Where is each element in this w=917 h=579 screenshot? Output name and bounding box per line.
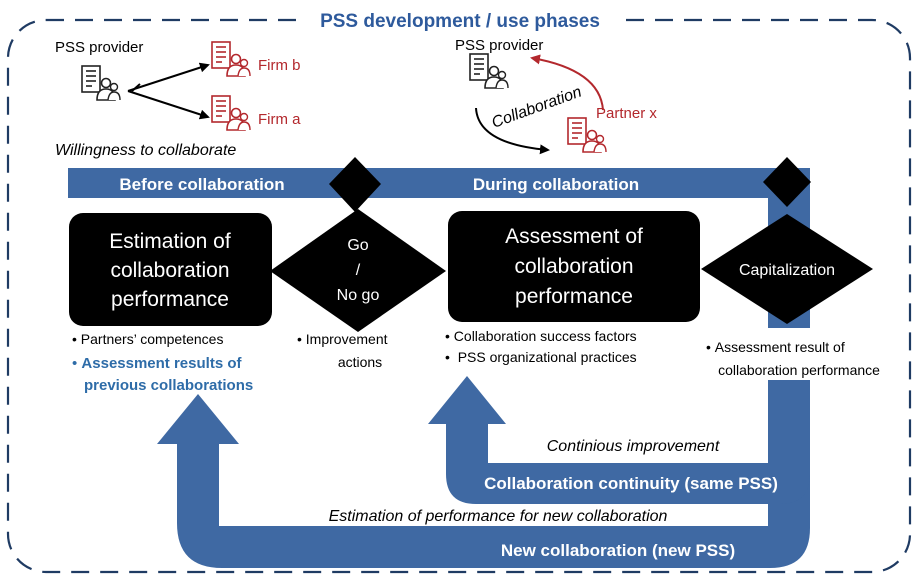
right-provider-label: PSS provider [455,37,543,54]
go-nogo-diamond [270,209,446,332]
firm-b-building-icon [211,41,251,77]
capitalization-bullet-2: collaboration performance [718,362,880,378]
firm-a-label: Firm a [258,111,301,128]
go-nogo-bullet-1: • Improvement [297,331,388,347]
capitalization-bullet-1: • Assessment result of [706,339,845,355]
estimation-line-3: performance [111,288,229,311]
partner-label: Partner x [596,105,657,122]
slash-label: / [356,262,361,279]
phase-before-label: Before collaboration [119,175,284,194]
outer-loop-band-label: New collaboration (new PSS) [501,541,735,560]
diagram-title: PSS development / use phases [320,11,600,32]
assessment-line-2: collaboration [514,255,633,278]
estimation-box [69,213,272,326]
estimation-bullet-1: • Partners’ competences [72,331,223,347]
nogo-label: No go [337,287,380,304]
estimation-line-1: Estimation of [109,230,231,253]
band-diamond-left [329,157,381,212]
phase-during-label: During collaboration [473,175,639,194]
assessment-bullet-1: • Collaboration success factors [445,328,637,344]
partner-building-icon [567,117,607,153]
firm-b-label: Firm b [258,57,301,74]
assessment-line-1: Assessment of [505,225,643,248]
willingness-caption: Willingness to collaborate [55,142,236,159]
left-provider-building-icon [81,65,121,101]
inner-loop-arrow [428,376,810,504]
phase-timeline-band [68,168,810,198]
firm-a-building-icon [211,95,251,131]
inner-loop-caption: Continious improvement [547,438,720,455]
assessment-line-3: performance [515,285,633,308]
estimation-highlight-1: • Assessment results of [72,355,242,372]
estimation-highlight-2: previous collaborations [84,377,253,394]
assessment-bullet-2: • PSS organizational practices [445,349,637,365]
outer-loop-caption: Estimation of performance for new collab… [329,508,668,525]
capitalization-diamond [701,214,873,324]
inner-loop-band-label: Collaboration continuity (same PSS) [484,474,778,493]
go-nogo-bullet-2: actions [338,354,382,370]
outer-loop-arrow [157,392,810,568]
estimation-line-2: collaboration [110,259,229,282]
assessment-box [448,211,700,322]
capitalization-label: Capitalization [739,262,835,279]
right-provider-building-icon [469,53,509,89]
left-provider-label: PSS provider [55,39,143,56]
go-label: Go [347,237,368,254]
band-diamond-right [763,157,811,207]
